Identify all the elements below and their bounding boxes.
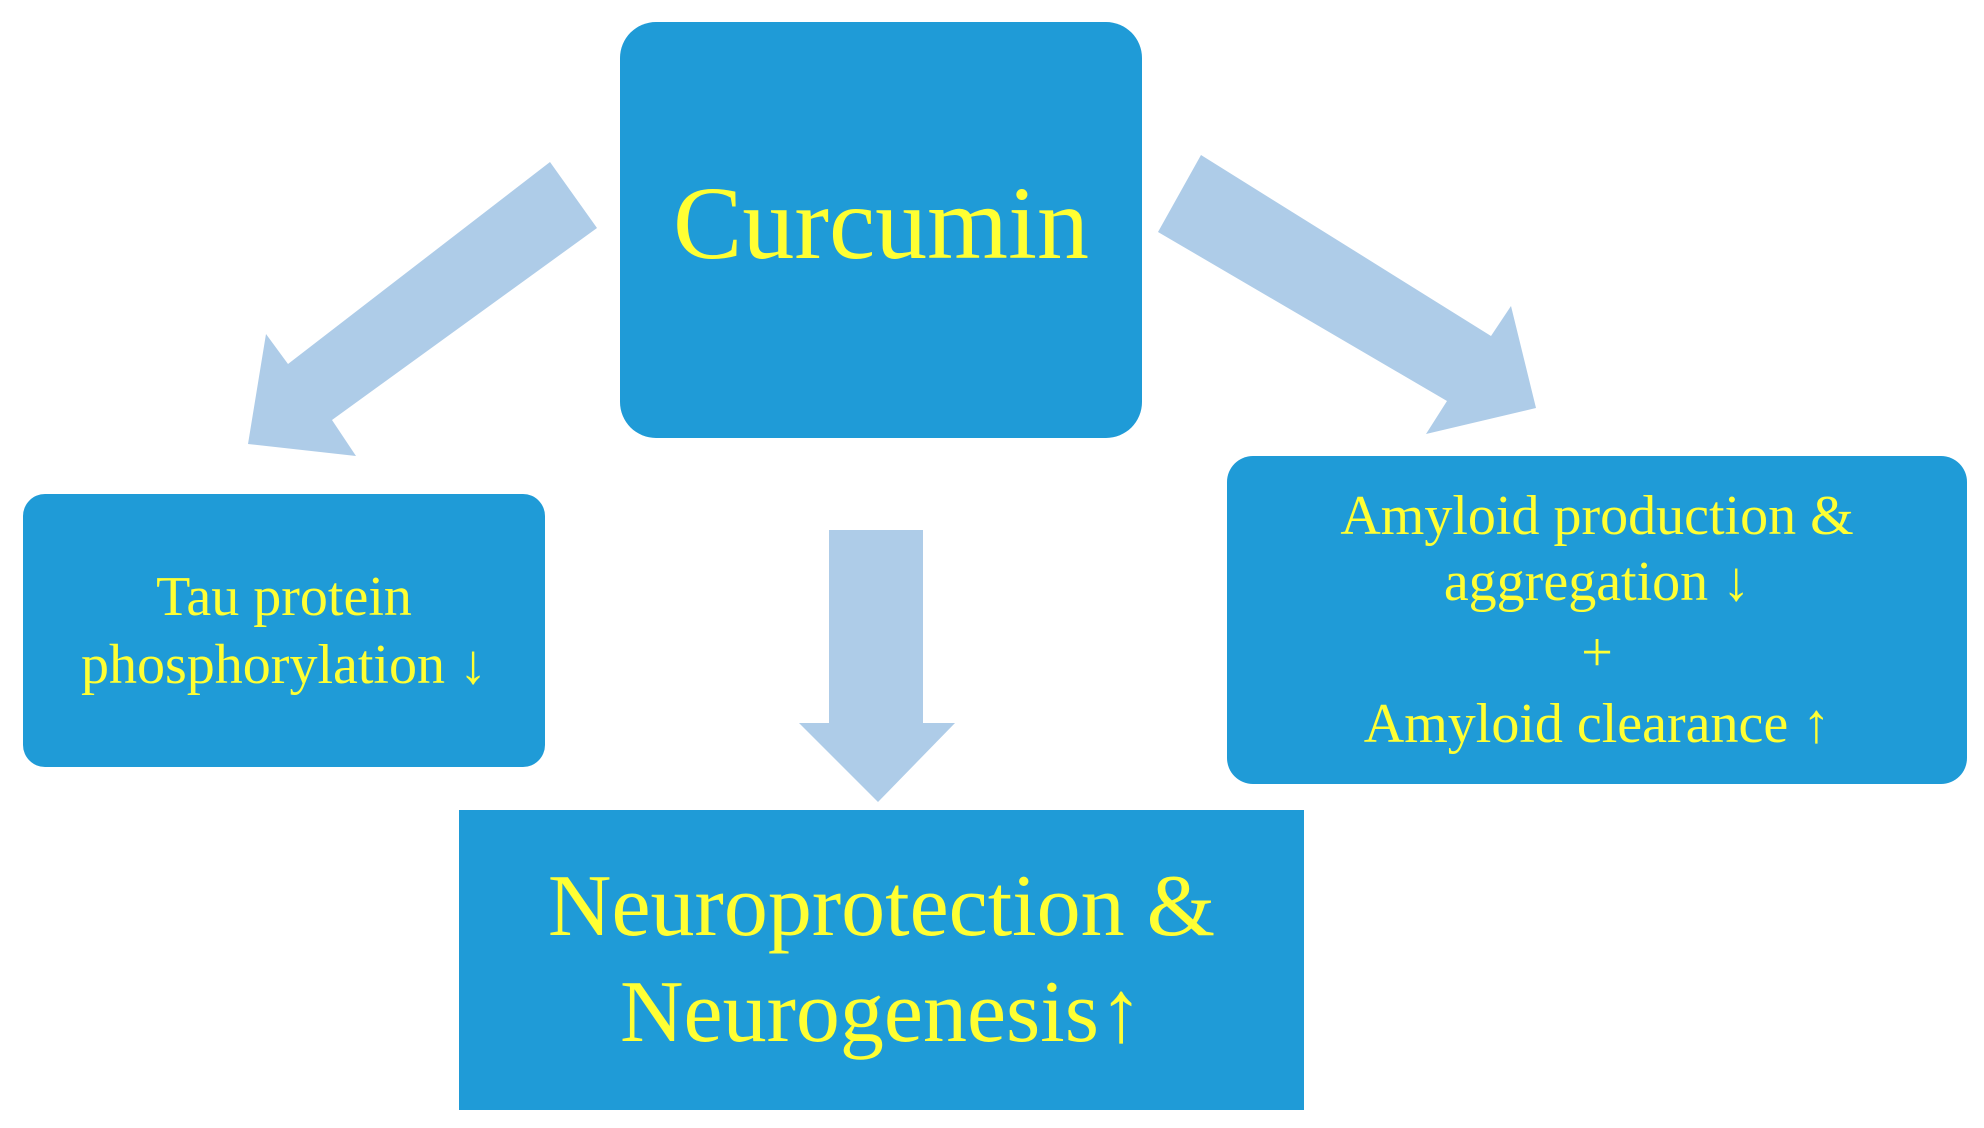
tau-line-1: Tau protein	[156, 565, 412, 628]
tau-box: Tau protein phosphorylation ↓	[23, 494, 545, 767]
amyloid-line-3: Amyloid clearance ↑	[1363, 693, 1831, 755]
amyloid-plus: +	[1581, 622, 1613, 684]
arrow-to-neuroprotection	[799, 530, 955, 802]
curcumin-box: Curcumin	[620, 22, 1142, 438]
amyloid-line-1: Amyloid production &	[1340, 485, 1854, 547]
curcumin-label: Curcumin	[673, 166, 1089, 281]
tau-line-2: phosphorylation ↓	[81, 633, 487, 696]
neuroprotection-box: Neuroprotection & Neurogenesis↑	[459, 810, 1304, 1110]
amyloid-line-2: aggregation ↓	[1443, 551, 1751, 613]
arrow-to-amyloid	[1158, 155, 1536, 434]
neuro-line-1: Neuroprotection &	[547, 858, 1216, 955]
amyloid-box: Amyloid production & aggregation ↓ + Amy…	[1227, 456, 1967, 784]
neuro-line-2: Neurogenesis↑	[620, 964, 1143, 1061]
arrow-to-tau	[248, 162, 597, 456]
